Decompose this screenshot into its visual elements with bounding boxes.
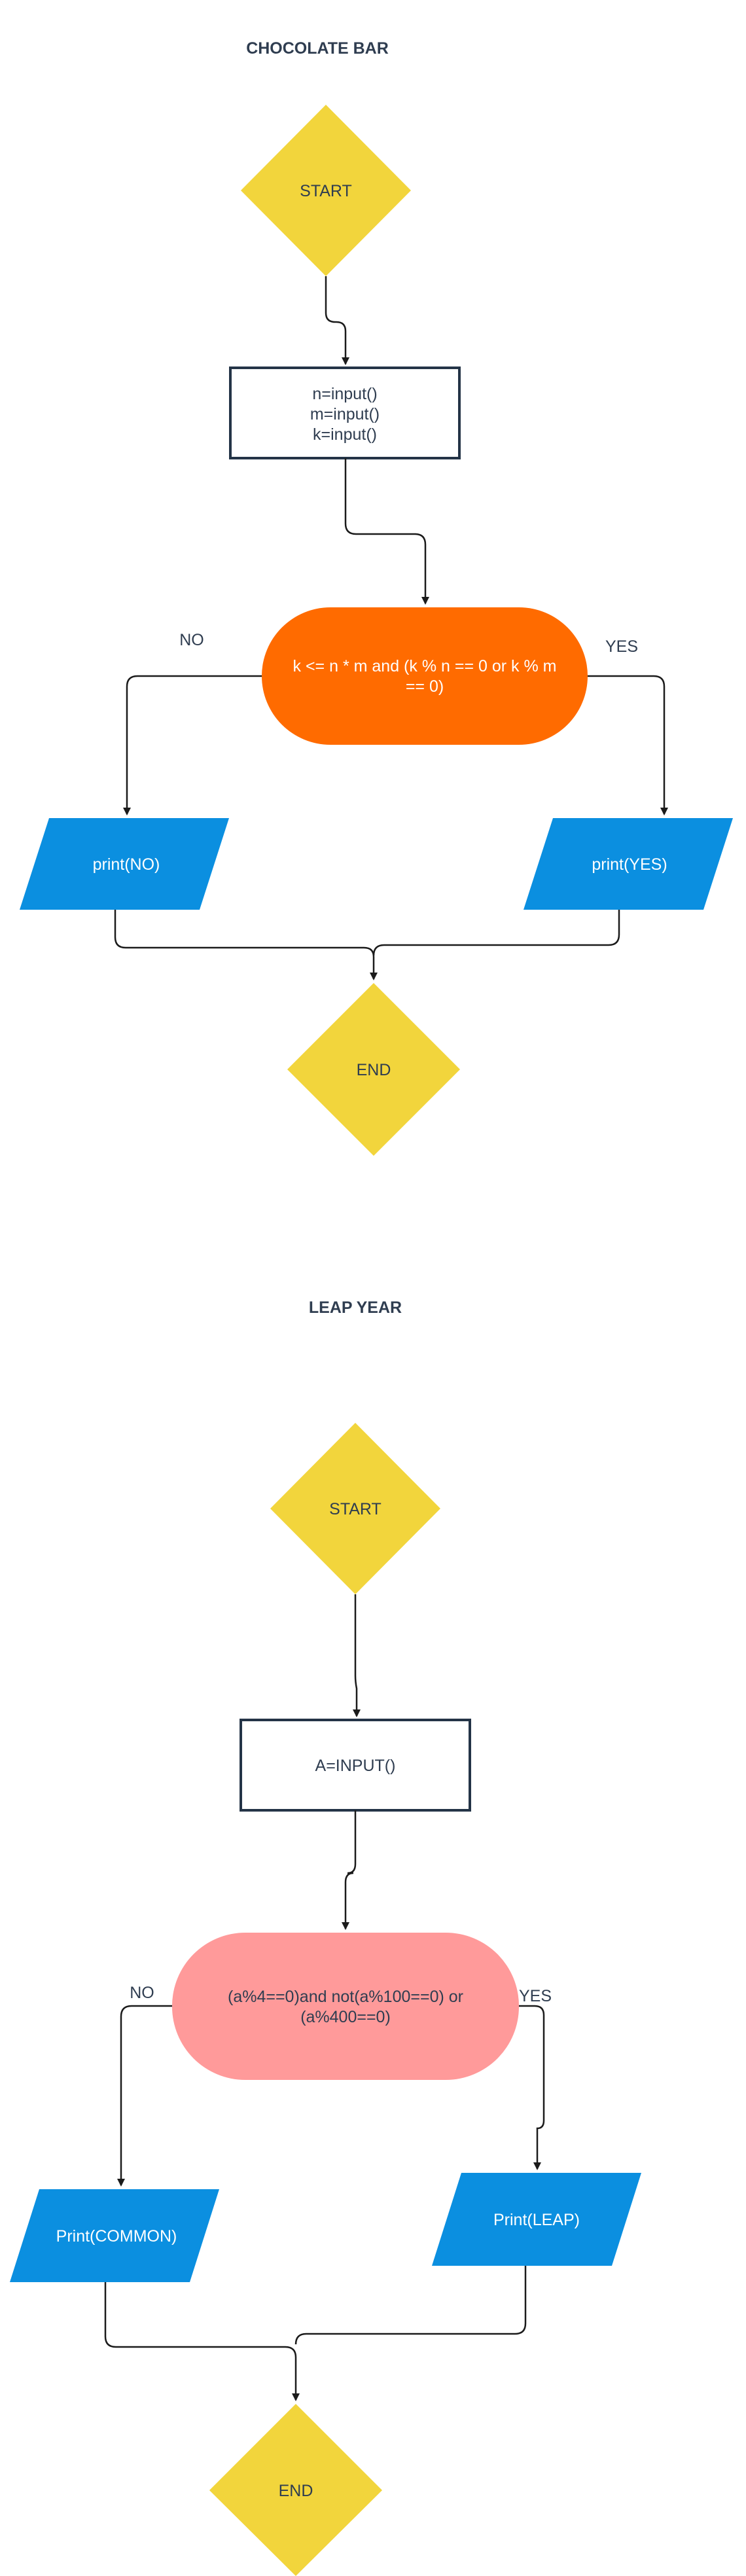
chocolate-start-node[interactable]: START xyxy=(241,105,411,276)
chocolate-condition-node[interactable]: k <= n * m and (k % n == 0 or k % m == 0… xyxy=(262,607,588,745)
leap-end-shape xyxy=(209,2404,382,2576)
leap-end-node[interactable]: END xyxy=(209,2404,382,2576)
leap-input-shape xyxy=(240,1719,471,1812)
leap-condition-shape xyxy=(172,1933,519,2080)
chocolate-print-no-shape xyxy=(20,818,229,910)
chocolate-input-line: n=input() xyxy=(312,385,377,403)
chocolate-condition-line: k <= n * m and (k % n == 0 or k % m xyxy=(293,657,557,675)
chocolate-edge-no-to-end xyxy=(114,910,378,980)
leap-no-label: NO xyxy=(130,1984,154,2002)
chocolate-print-no-node[interactable]: print(NO) xyxy=(20,818,229,910)
leap-edge-condition-to-common xyxy=(117,2005,172,2187)
leap-print-common-shape xyxy=(10,2189,219,2282)
leap-start-label: START xyxy=(329,1500,382,1518)
chocolate-input-shape xyxy=(229,367,461,459)
chocolate-start-shape xyxy=(241,105,411,276)
leap-edge-condition-to-leap xyxy=(519,2005,545,2170)
leap-input-node[interactable]: A=INPUT() xyxy=(240,1719,471,1812)
leap-yes-label: YES xyxy=(519,1987,552,2005)
leap-edge-start-to-input xyxy=(353,1594,361,1717)
leap-print-leap-shape xyxy=(432,2173,641,2266)
leap-print-common-node[interactable]: Print(COMMON) xyxy=(10,2189,219,2282)
chocolate-print-yes-node[interactable]: print(YES) xyxy=(524,818,733,910)
chocolate-input-line: k=input() xyxy=(313,425,377,444)
leap-print-leap-label: Print(LEAP) xyxy=(493,2211,580,2229)
chocolate-edge-yes-to-end xyxy=(372,910,620,956)
chocolate-end-label: END xyxy=(357,1061,391,1079)
leap-end-label: END xyxy=(279,2482,313,2500)
chocolate-bar-flowchart: CHOCOLATE BAR START n=input() m=input() … xyxy=(20,39,733,1156)
chocolate-input-line: m=input() xyxy=(310,405,380,423)
leap-input-label: A=INPUT() xyxy=(315,1757,396,1775)
leap-start-shape xyxy=(270,1423,440,1594)
chocolate-start-label: START xyxy=(300,182,352,200)
leap-start-node[interactable]: START xyxy=(270,1423,440,1594)
leap-edge-input-to-condition xyxy=(342,1810,357,1930)
chocolate-print-yes-shape xyxy=(524,818,733,910)
chocolate-edge-start-to-input xyxy=(325,276,349,365)
chocolate-input-node[interactable]: n=input() m=input() k=input() xyxy=(229,367,461,459)
chocolate-yes-label: YES xyxy=(605,637,638,656)
leap-condition-node[interactable]: (a%4==0)and not(a%100==0) or (a%400==0) xyxy=(172,1933,519,2080)
chocolate-print-no-label: print(NO) xyxy=(93,855,160,874)
chocolate-end-shape xyxy=(287,983,460,1156)
leap-print-leap-node[interactable]: Print(LEAP) xyxy=(432,2173,641,2266)
chocolate-edge-input-to-condition xyxy=(344,458,429,605)
leap-title: LEAP YEAR xyxy=(309,1298,402,1317)
chocolate-title: CHOCOLATE BAR xyxy=(246,39,389,58)
chocolate-no-label: NO xyxy=(179,631,204,649)
chocolate-edge-condition-to-yes xyxy=(588,675,668,815)
chocolate-print-yes-label: print(YES) xyxy=(592,855,667,874)
leap-edge-common-to-end xyxy=(104,2282,300,2401)
chocolate-edge-condition-to-no xyxy=(123,675,262,815)
chocolate-condition-line: == 0) xyxy=(406,677,444,696)
leap-condition-line: (a%400==0) xyxy=(300,2008,391,2026)
chocolate-condition-shape xyxy=(262,607,588,745)
leap-condition-line: (a%4==0)and not(a%100==0) or xyxy=(228,1988,463,2006)
leap-print-common-label: Print(COMMON) xyxy=(56,2227,177,2245)
leap-year-flowchart: LEAP YEAR START A=INPUT() (a%4==0)and no… xyxy=(10,1298,641,2576)
leap-edge-leap-to-end xyxy=(294,2266,527,2345)
chocolate-end-node[interactable]: END xyxy=(287,983,460,1156)
